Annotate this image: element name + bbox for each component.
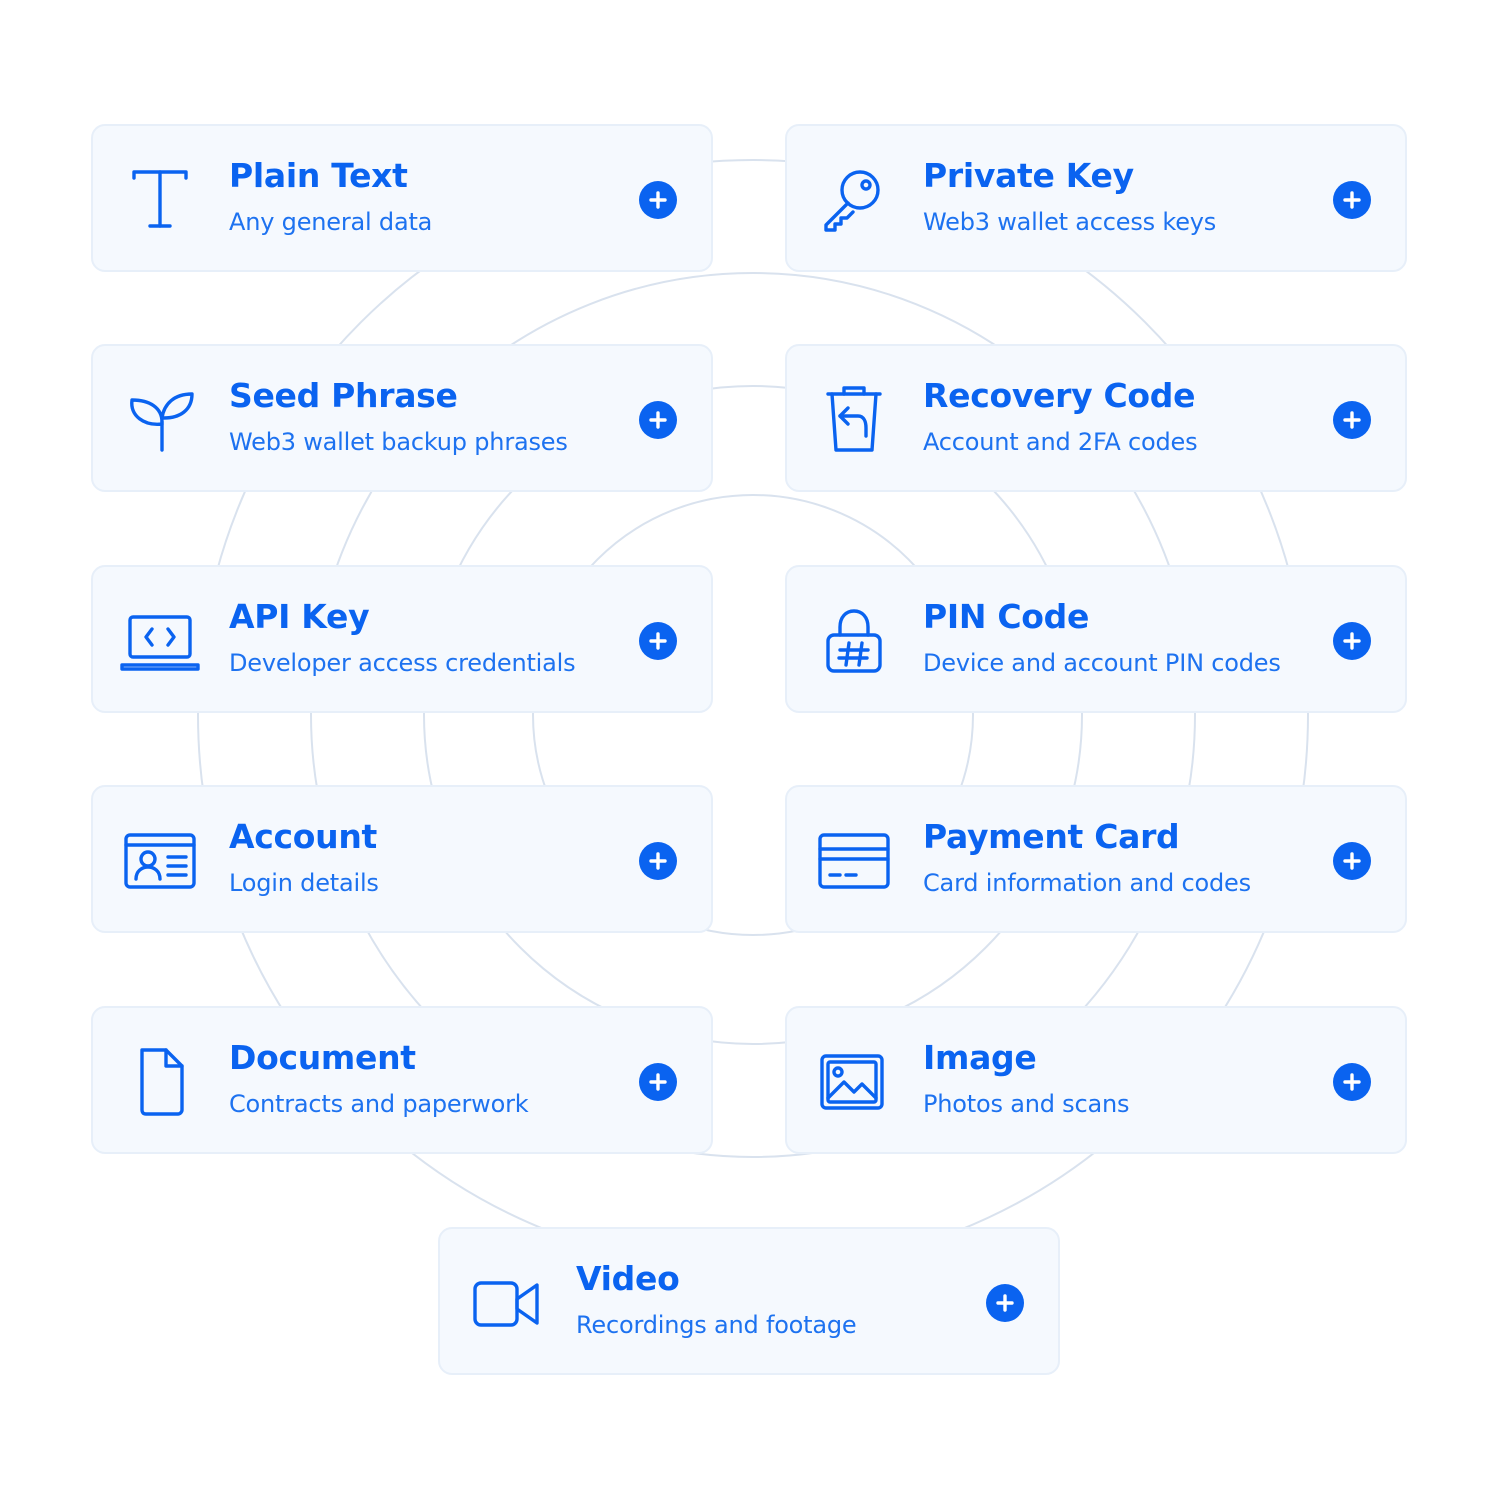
item-type-card-api-key[interactable]: API Key Developer access credentials [91,565,713,713]
item-type-card-plain-text[interactable]: Plain Text Any general data [91,124,713,272]
item-type-description: Developer access credentials [229,649,576,677]
text-icon [119,166,201,234]
laptop-code-icon [119,607,201,675]
image-icon [813,1048,895,1116]
item-type-description: Contracts and paperwork [229,1090,529,1118]
add-pin-code-button[interactable] [1333,622,1371,660]
add-video-button[interactable] [986,1284,1024,1322]
item-type-title: Recovery Code [923,376,1196,415]
item-type-description: Card information and codes [923,869,1251,897]
id-card-icon [119,827,201,895]
item-type-description: Recordings and footage [576,1311,857,1339]
item-type-title: Payment Card [923,817,1180,856]
item-type-card-account[interactable]: Account Login details [91,785,713,933]
add-seed-phrase-button[interactable] [639,401,677,439]
item-type-title: Seed Phrase [229,376,458,415]
add-account-button[interactable] [639,842,677,880]
item-type-card-pin-code[interactable]: PIN Code Device and account PIN codes [785,565,1407,713]
item-type-title: Private Key [923,156,1134,195]
add-plain-text-button[interactable] [639,181,677,219]
item-type-card-video[interactable]: Video Recordings and footage [438,1227,1060,1375]
video-camera-icon [466,1269,548,1337]
sprout-icon [119,386,201,454]
item-type-card-recovery-code[interactable]: Recovery Code Account and 2FA codes [785,344,1407,492]
item-type-title: Plain Text [229,156,408,195]
key-icon [813,166,895,234]
item-type-description: Photos and scans [923,1090,1130,1118]
item-type-title: Image [923,1038,1037,1077]
item-type-card-seed-phrase[interactable]: Seed Phrase Web3 wallet backup phrases [91,344,713,492]
add-recovery-code-button[interactable] [1333,401,1371,439]
item-type-title: API Key [229,597,370,636]
credit-card-icon [813,827,895,895]
item-type-card-private-key[interactable]: Private Key Web3 wallet access keys [785,124,1407,272]
item-type-title: Account [229,817,377,856]
lock-hash-icon [813,607,895,675]
item-type-description: Account and 2FA codes [923,428,1198,456]
add-document-button[interactable] [639,1063,677,1101]
item-type-card-document[interactable]: Document Contracts and paperwork [91,1006,713,1154]
item-type-description: Login details [229,869,379,897]
add-private-key-button[interactable] [1333,181,1371,219]
item-type-description: Device and account PIN codes [923,649,1281,677]
item-type-card-payment-card[interactable]: Payment Card Card information and codes [785,785,1407,933]
add-payment-card-button[interactable] [1333,842,1371,880]
item-type-description: Web3 wallet backup phrases [229,428,568,456]
item-type-title: Video [576,1259,680,1298]
item-type-title: Document [229,1038,416,1077]
item-type-title: PIN Code [923,597,1090,636]
add-image-button[interactable] [1333,1063,1371,1101]
item-type-card-image[interactable]: Image Photos and scans [785,1006,1407,1154]
item-type-description: Web3 wallet access keys [923,208,1217,236]
recycle-bin-icon [813,386,895,454]
item-type-description: Any general data [229,208,433,236]
document-icon [119,1048,201,1116]
add-api-key-button[interactable] [639,622,677,660]
